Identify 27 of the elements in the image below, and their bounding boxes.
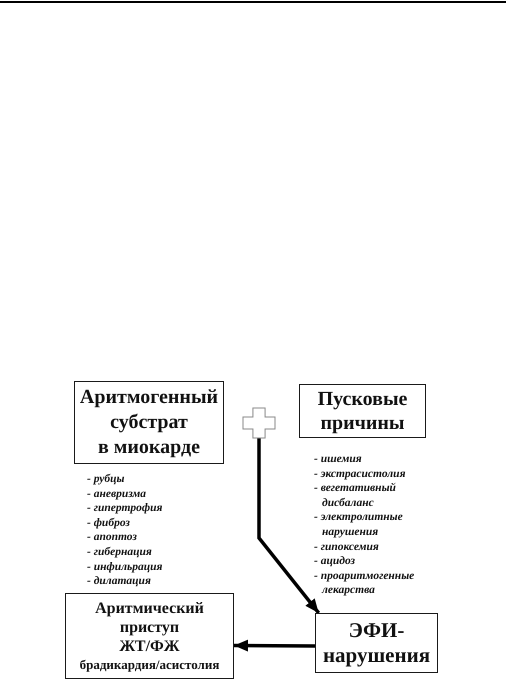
list-item: - ишемия [314, 452, 363, 467]
plus-icon [243, 408, 275, 438]
process-box [315, 613, 438, 673]
box-label: ЖТ/ФЖ [119, 636, 180, 656]
box-label: ЭФИ-нарушения [322, 618, 432, 668]
list-item: - рубцы [87, 472, 126, 487]
list-item: - вегетативный дисбаланс [314, 481, 397, 510]
box-label: Пусковые причины [316, 387, 408, 435]
list-item: - гипоксемия [314, 540, 380, 554]
list-item: - фиброз [87, 516, 131, 530]
box-label: Аритмический приступ [94, 598, 205, 636]
list-item: - апоптоз [87, 530, 138, 545]
process-box [299, 384, 426, 438]
list-item: - инфильрация [87, 560, 164, 574]
list-item: - экстрасистолия [314, 466, 407, 482]
list-item: - электролитные нарушения [314, 510, 404, 540]
list-item: - аневризма [87, 486, 148, 502]
arrow [234, 640, 316, 652]
list-item: - проаритмогенные лекарства [314, 568, 416, 598]
list-item: - гибернация [87, 544, 153, 560]
list-item: - гипертрофия [87, 501, 164, 516]
box-label: Аритмогенный субстрат в миокарде [78, 385, 220, 460]
box-label: брадикардия/асистолия [80, 656, 220, 674]
list-item: - ацидоз [314, 554, 356, 569]
list-item: - дилатация [87, 574, 152, 589]
process-box [65, 593, 234, 679]
arrow [257, 438, 320, 614]
